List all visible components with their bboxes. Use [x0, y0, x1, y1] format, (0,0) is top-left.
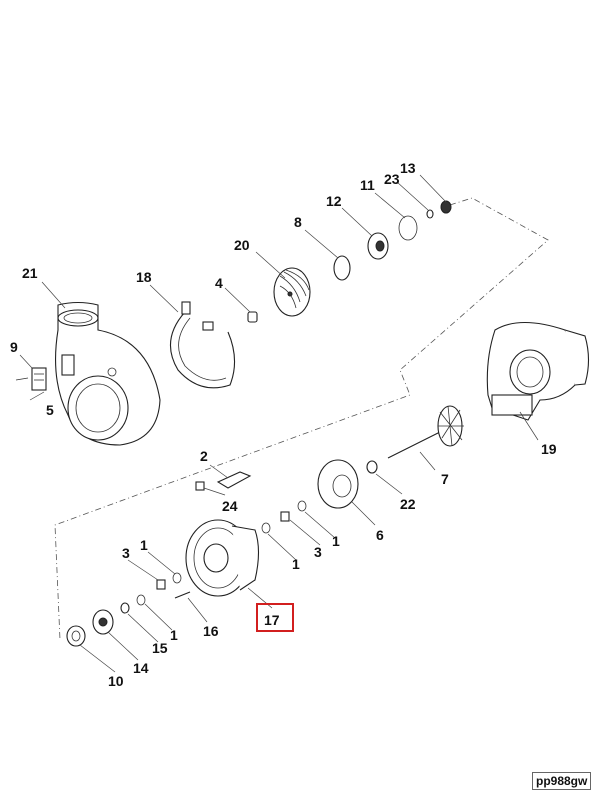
- seal-ring-23: [426, 209, 434, 219]
- callout-7: 7: [441, 471, 449, 487]
- callout-1b: 1: [292, 556, 300, 572]
- callout-20: 20: [234, 237, 250, 253]
- lock-nut: [247, 311, 258, 323]
- compressor-wheel: [273, 267, 311, 317]
- callout-3a: 3: [314, 544, 322, 560]
- callout-9: 9: [10, 339, 18, 355]
- snap-ring-8: [333, 255, 351, 281]
- callout-22: 22: [400, 496, 416, 512]
- thrust-collar-10: [66, 625, 86, 647]
- callout-2: 2: [200, 448, 208, 464]
- callout-6: 6: [376, 527, 384, 543]
- bearing-ring-1d: [136, 594, 146, 606]
- callout-10: 10: [108, 673, 124, 689]
- callout-17: 17: [264, 612, 280, 628]
- nut-3a: [280, 511, 290, 522]
- washer-15: [120, 602, 130, 614]
- callout-18: 18: [136, 269, 152, 285]
- center-housing: [185, 519, 260, 597]
- nut-3b: [156, 579, 166, 590]
- callout-15: 15: [152, 640, 168, 656]
- turbine-wheel-shaft: [387, 405, 464, 459]
- callout-labels: 13 11 23 12 8 20 21 18 4 9 5 19 7 2 24 2…: [10, 160, 557, 689]
- callout-4: 4: [215, 275, 223, 291]
- highlighted-callout-box: [256, 603, 294, 632]
- callout-24: 24: [222, 498, 238, 514]
- callout-23: 23: [384, 171, 400, 187]
- thrust-bearing-14: [92, 609, 114, 635]
- bearing-ring-1a: [261, 522, 271, 534]
- callout-16: 16: [203, 623, 219, 639]
- bearing-ring-1c: [172, 572, 182, 584]
- turbine-housing: [486, 322, 590, 421]
- v-band-clamp: [169, 301, 236, 389]
- retaining-plate: [216, 471, 252, 489]
- bearing-ring-1b: [297, 500, 307, 512]
- piston-ring-13: [440, 200, 452, 214]
- piston-ring-22: [366, 460, 378, 474]
- callout-14: 14: [133, 660, 149, 676]
- leader-lines: [19, 174, 539, 673]
- bolt-24: [195, 481, 205, 491]
- drive-screw: [15, 377, 29, 381]
- callout-8: 8: [294, 214, 302, 230]
- callout-5: 5: [46, 402, 54, 418]
- callout-1c: 1: [140, 537, 148, 553]
- drawing-reference-code: pp988gw: [532, 772, 592, 790]
- callout-21: 21: [22, 265, 38, 281]
- callout-1a: 1: [332, 533, 340, 549]
- name-plate: [31, 367, 47, 391]
- compressor-housing: [54, 301, 161, 446]
- callout-12: 12: [326, 193, 342, 209]
- o-ring-11: [398, 215, 418, 241]
- callout-11: 11: [360, 177, 375, 193]
- insert-12: [367, 232, 389, 260]
- callout-19: 19: [541, 441, 557, 457]
- callout-3b: 3: [122, 545, 130, 561]
- pin-16: [174, 591, 191, 599]
- callout-1d: 1: [170, 627, 178, 643]
- heat-shield: [317, 459, 359, 509]
- callout-13: 13: [400, 160, 416, 176]
- assembly-center-line: [54, 197, 549, 641]
